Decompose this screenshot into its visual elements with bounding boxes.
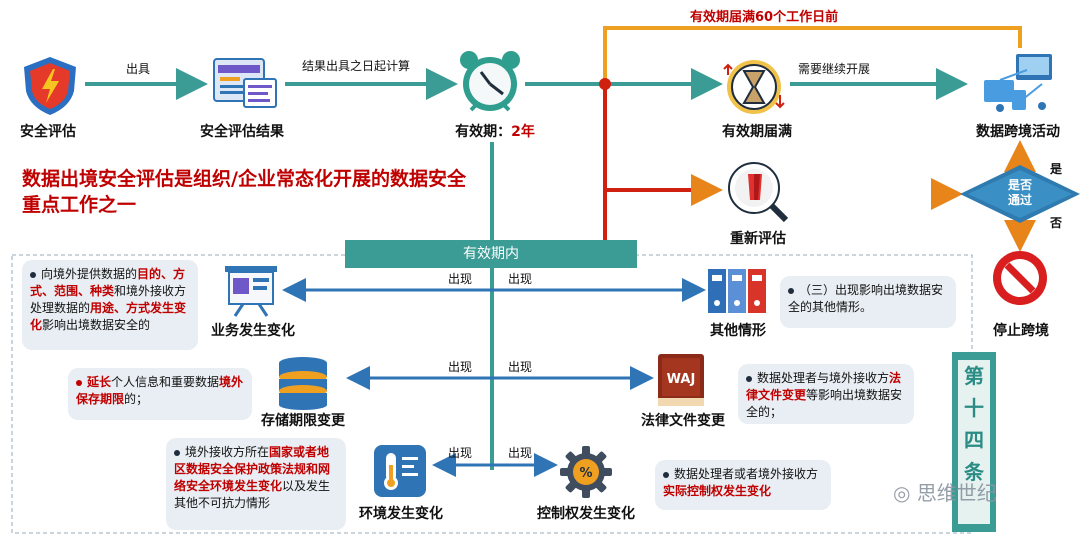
note-environment: 境外接收方所在国家或者地区数据安全保护政策法规和网络安全环境发生变化以及发生其他… <box>166 438 346 530</box>
label-cross-border: 数据跨境活动 <box>976 124 1060 140</box>
shield-icon <box>24 57 76 115</box>
note-highlight: 实际控制权发生变化 <box>663 484 772 498</box>
article-char: 条 <box>964 460 984 484</box>
label-business-change: 业务发生变化 <box>211 323 295 339</box>
note-legal: 数据处理者与境外接收方法律文件变更等影响出境数据安全的； <box>738 364 914 424</box>
label-security-assessment: 安全评估 <box>20 124 76 140</box>
watermark: ◎ 思维世纪 <box>893 481 997 505</box>
note-text: 等影响出境数据安全的； <box>746 388 903 419</box>
note-text: 和境外接收方处理数据的 <box>30 284 187 315</box>
note-highlight: 国家或者地区数据安全保护政策法规和网络安全环境发生变化 <box>174 445 331 493</box>
note-highlight: 用途、方式发生变化 <box>30 301 187 332</box>
label-control-change: 控制权发生变化 <box>537 506 635 522</box>
bullet-dot <box>746 375 752 382</box>
appear-label: 出现 <box>448 446 473 460</box>
label-expiry: 有效期届满 <box>722 124 792 140</box>
expiry-loop-line <box>603 26 1022 84</box>
alarm-clock-icon <box>460 51 520 112</box>
period-bar: 有效期内 <box>345 240 637 268</box>
decision-diamond <box>960 165 1080 223</box>
bullet-dot <box>30 271 36 278</box>
appear-label: 出现 <box>448 360 473 374</box>
note-control: 数据处理者或者境外接收方实际控制权发生变化 <box>655 460 831 510</box>
headline: 数据出境安全评估是组织/企业常态化开展的数据安全重点工作之一 <box>22 168 466 216</box>
decision-label: 是否 通过 <box>1007 178 1032 207</box>
bullet-dot <box>788 287 794 294</box>
appear-label: 出现 <box>448 272 473 286</box>
note-business: 向境外提供数据的目的、方式、范围、种类和境外接收方处理数据的用途、方式发生变化影… <box>22 260 198 350</box>
note-highlight: 境外保存期限 <box>76 375 244 406</box>
note-highlight: 延长 <box>87 375 112 389</box>
label-re-evaluation: 重新评估 <box>730 231 786 247</box>
report-icon <box>213 58 277 108</box>
note-highlight: 目的、方式、范围、种类 <box>30 267 186 298</box>
article-char: 第 <box>964 364 984 388</box>
hourglass-icon <box>723 60 785 114</box>
note-text: 境外接收方所在 <box>185 445 270 459</box>
note-other: （三）出现影响出境数据安全的其他情形。 <box>780 276 956 328</box>
article-badge: 第十四条 <box>952 352 996 532</box>
bullet-dot <box>76 379 82 386</box>
bullet-dot <box>174 449 180 456</box>
expiry-note: 有效期届满60个工作日前 <box>690 10 839 25</box>
label-other-cases: 其他情形 <box>710 323 766 339</box>
junction-dot <box>599 78 611 90</box>
database-icon <box>279 357 327 410</box>
thermometer-icon <box>374 445 426 497</box>
arrow-label-calc: 结果出具之日起计算 <box>302 59 411 73</box>
note-text: 向境外提供数据的 <box>41 267 138 281</box>
gear-percent-icon: % <box>560 446 612 498</box>
label-validity: 有效期：2年 <box>455 124 535 140</box>
note-text: 的； <box>124 392 149 406</box>
label-assessment-result: 安全评估结果 <box>200 124 284 140</box>
note-text: 个人信息和重要数据 <box>111 375 220 389</box>
binders-icon <box>708 269 766 313</box>
law-book-icon: WAJ <box>658 354 704 406</box>
note-text: 影响出境数据安全的 <box>42 318 151 332</box>
note-text: 数据处理者与境外接收方 <box>757 371 890 385</box>
article-char: 十 <box>964 396 984 420</box>
decision-yes: 是 <box>1050 162 1063 176</box>
note-storage: 延长个人信息和重要数据境外保存期限的； <box>68 368 252 420</box>
appear-label: 出现 <box>508 446 533 460</box>
article-text: 第十四条 <box>958 360 990 524</box>
network-icon <box>984 54 1052 112</box>
note-text: 以及发生其他不可抗力情形 <box>174 479 331 510</box>
note-highlight: 法律文件变更 <box>746 371 902 402</box>
label-environment-change: 环境发生变化 <box>359 506 443 522</box>
article-char: 四 <box>964 428 984 452</box>
label-stop: 停止跨境 <box>993 323 1049 339</box>
label-storage-change: 存储期限变更 <box>261 413 345 429</box>
presentation-board-icon <box>225 266 277 317</box>
appear-label: 出现 <box>508 360 533 374</box>
label-legal-change: 法律文件变更 <box>641 413 725 429</box>
appear-label: 出现 <box>508 272 533 286</box>
book-title: WAJ <box>667 372 696 387</box>
arrow-label-issue: 出具 <box>126 62 151 76</box>
note-text: 数据处理者或者境外接收方 <box>674 467 819 481</box>
note-text: （三）出现影响出境数据安全的其他情形。 <box>788 283 944 314</box>
wechat-icon: ◎ <box>893 481 911 505</box>
bullet-dot <box>663 471 669 478</box>
decision-no: 否 <box>1050 216 1063 230</box>
magnifier-icon <box>728 162 789 223</box>
no-entry-icon <box>993 251 1047 305</box>
arrow-label-continue: 需要继续开展 <box>798 62 871 76</box>
svg-text:%: % <box>579 466 592 481</box>
